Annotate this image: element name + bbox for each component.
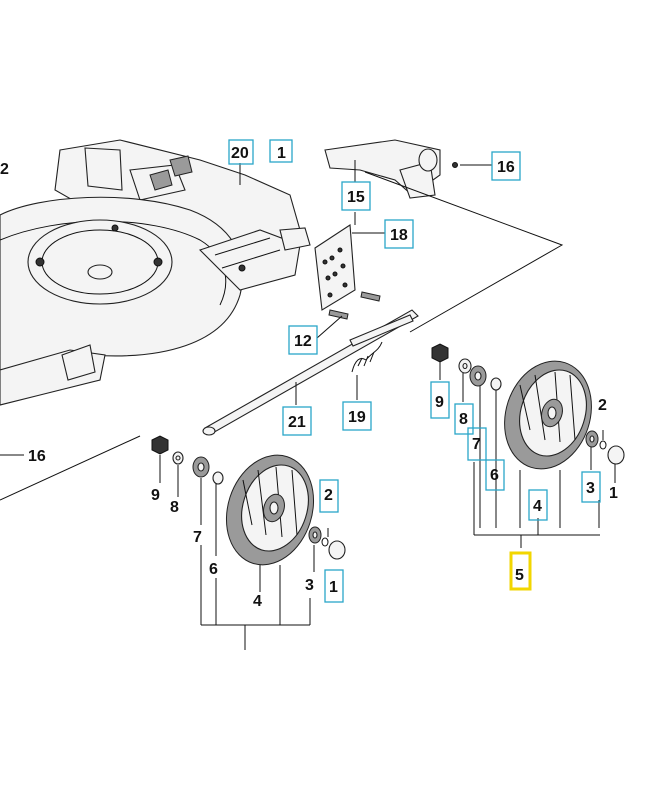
callout-partial-top: 1 [277, 145, 286, 162]
callout-3-left: 3 [305, 577, 314, 594]
callout-9-left: 9 [151, 487, 160, 504]
callout-20: 20 [231, 145, 249, 162]
callout-1-left: 1 [329, 579, 338, 596]
callout-9-right: 9 [435, 394, 444, 411]
callout-16-top: 16 [497, 159, 515, 176]
callout-3-right: 3 [586, 480, 595, 497]
callout-21: 21 [288, 414, 306, 431]
callout-4-right: 4 [533, 498, 542, 515]
callout-6-right: 6 [490, 467, 499, 484]
callout-18: 18 [390, 227, 408, 244]
mower-deck-illustration [0, 139, 311, 406]
callout-16-left: 16 [28, 448, 46, 465]
callout-19: 19 [348, 409, 366, 426]
callout-4-left: 4 [253, 593, 262, 610]
callout-12: 12 [294, 333, 312, 350]
callout-15: 15 [347, 189, 365, 206]
right-wheel-assembly [431, 343, 625, 548]
callout-2-left: 2 [324, 487, 333, 504]
callout-2-right: 2 [598, 397, 607, 414]
callout-2-top: 2 [0, 161, 9, 178]
callout-1-right: 1 [609, 485, 618, 502]
callout-5-highlight: 5 [515, 567, 524, 584]
callout-8-right: 8 [459, 411, 468, 428]
height-adjust-assembly [0, 139, 564, 501]
callout-8-left: 8 [170, 499, 179, 516]
callout-7-right: 7 [472, 436, 481, 453]
left-wheel-assembly [151, 435, 346, 650]
callout-6-left: 6 [209, 561, 218, 578]
callout-7-left: 7 [193, 529, 202, 546]
highlighted-part-5 [509, 551, 532, 591]
